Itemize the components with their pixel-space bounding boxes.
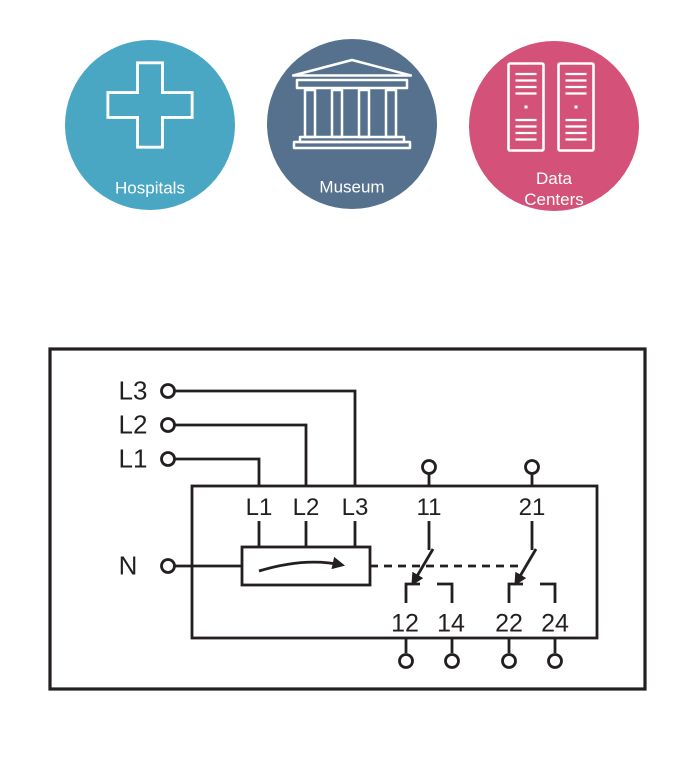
contact-24-hook — [540, 582, 557, 603]
terminal-21 — [524, 459, 540, 475]
contact-12-hook — [404, 582, 420, 603]
measuring-element-box — [240, 545, 372, 587]
terminal-L1 — [160, 451, 176, 467]
feed-label-L1: L1 — [118, 443, 148, 474]
terminal-12 — [398, 653, 414, 669]
terminal-L2 — [160, 417, 176, 433]
medical-cross-icon — [106, 61, 194, 149]
sector-label-hospitals: Hospitals — [115, 178, 185, 198]
measuring-arrow — [258, 556, 346, 573]
terminal-22 — [501, 653, 517, 669]
contact-blade-21 — [514, 548, 538, 586]
l2-feed-line — [175, 423, 308, 486]
sector-data-centers: Data Centers — [469, 41, 639, 211]
contact-22-hook — [507, 582, 523, 603]
sector-label-data-centers: Data Centers — [524, 169, 584, 209]
contact-blade-11 — [411, 548, 435, 586]
terminal-24 — [547, 653, 563, 669]
relay-input-label-L1: L1 — [245, 494, 273, 521]
sector-hospitals: Hospitals — [65, 40, 235, 210]
relay-input-label-L2: L2 — [292, 494, 320, 521]
terminal-N — [160, 558, 176, 574]
relay-body — [190, 484, 599, 640]
outer-frame — [48, 347, 647, 691]
contact-14-hook — [437, 582, 454, 603]
terminal-11 — [421, 459, 437, 475]
sector-museum: Museum — [267, 39, 437, 209]
l3-feed-line — [175, 389, 357, 486]
contact-label-21: 21 — [518, 494, 546, 521]
sector-label-museum: Museum — [319, 177, 385, 197]
output-label-12: 12 — [391, 609, 419, 638]
server-racks-icon — [507, 62, 595, 152]
output-label-24: 24 — [541, 609, 569, 638]
output-label-14: 14 — [437, 609, 465, 638]
museum-building-icon — [292, 58, 412, 150]
output-label-22: 22 — [495, 609, 523, 638]
feed-label-L2: L2 — [118, 409, 148, 440]
contact-label-11: 11 — [416, 494, 442, 521]
l1-feed-line — [175, 457, 261, 486]
relay-input-label-L3: L3 — [341, 494, 369, 521]
feed-label-L3: L3 — [118, 375, 148, 406]
terminal-14 — [444, 653, 460, 669]
terminal-L3 — [160, 383, 176, 399]
neutral-label: N — [118, 550, 138, 581]
